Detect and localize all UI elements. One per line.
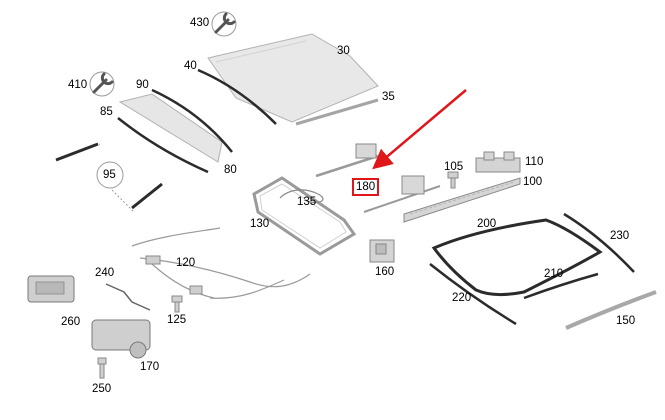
cable-loop-135 [279,189,324,204]
roof-frame [252,176,357,256]
cable-harness-120 [131,227,311,299]
strip-95-left [55,142,99,162]
trim-strip-150 [565,290,657,330]
part-label-410: 410 [68,79,88,91]
part-label-430: 430 [190,17,210,29]
seal-220 [429,263,517,326]
bracket-160 [369,239,395,263]
part-label-40: 40 [184,60,197,72]
part-label-210: 210 [544,268,564,280]
motor-260 [27,275,75,303]
part-label-160: 160 [375,266,395,278]
part-label-95: 95 [103,169,116,181]
part-label-230: 230 [610,230,630,242]
glass-edge-strip [295,98,379,126]
screw-105 [447,171,459,189]
part-label-240: 240 [95,267,115,279]
motor-170 [91,319,151,359]
part-label-135: 135 [297,196,317,208]
part-label-30: 30 [337,45,350,57]
front-seal [197,68,277,125]
sunshade-seal-90 [151,88,233,153]
part-label-220: 220 [452,292,472,304]
seal-230 [563,212,635,273]
seal-210 [523,272,599,300]
wrench-icon-430 [211,11,237,37]
bolt-125 [171,295,183,313]
part-label-260: 260 [61,316,81,328]
sunshade-seal-80 [117,117,209,174]
part-label-35: 35 [382,91,395,103]
part-label-130: 130 [250,218,270,230]
part-label-180-highlighted: 180 [352,178,380,196]
part-label-120: 120 [176,257,196,269]
strip-95-right [131,182,163,210]
part-label-250: 250 [92,383,112,395]
part-label-105: 105 [444,161,464,173]
part-label-80: 80 [224,164,237,176]
part-label-90: 90 [136,79,149,91]
bracket-110 [475,151,521,173]
sunshade-panel [118,93,223,163]
highlight-arrow [372,89,467,170]
part-label-110: 110 [525,156,544,168]
part-label-150: 150 [616,315,636,327]
part-label-100: 100 [523,176,543,188]
part-label-125: 125 [167,314,187,326]
cable-240 [105,283,151,311]
callout-circle-95 [96,161,124,189]
part-label-85: 85 [100,106,113,118]
part-label-200: 200 [477,218,497,230]
part-label-170: 170 [140,361,160,373]
wrench-icon-410 [89,71,115,97]
seal-200 [431,218,603,297]
pin-250 [97,357,107,379]
long-rail-100 [403,177,521,223]
